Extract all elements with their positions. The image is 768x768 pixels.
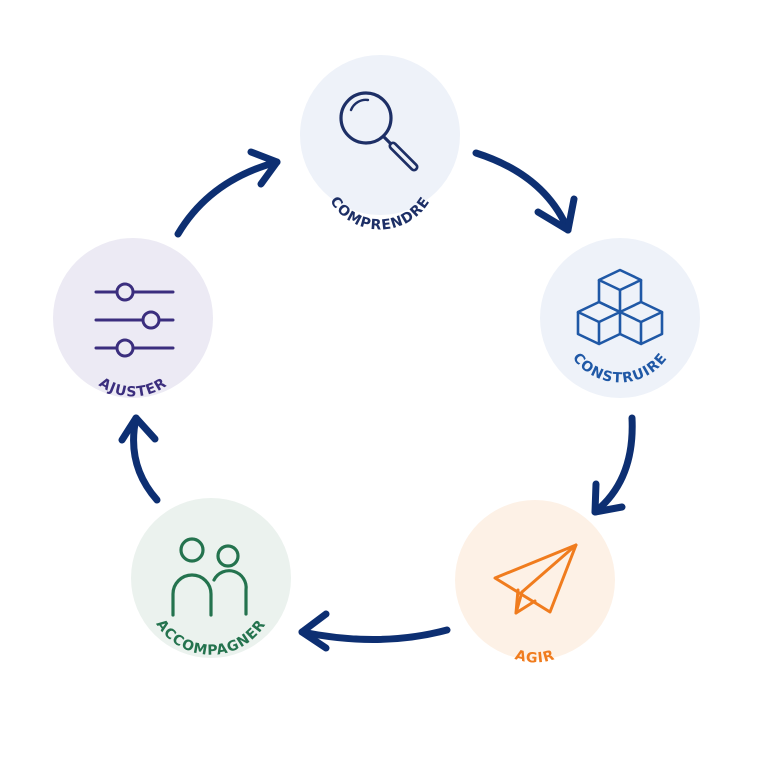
sliders-icon xyxy=(94,282,175,358)
node-construire: CONSTRUIRE xyxy=(540,238,700,398)
arrow-comprendre-to-construire xyxy=(472,149,578,234)
cycle-arrows xyxy=(118,148,636,652)
node-comprendre-circle xyxy=(300,55,460,215)
paper-plane-icon xyxy=(493,543,578,615)
arrow-ajuster-to-comprendre xyxy=(174,148,281,238)
node-accompagner: ACCOMPAGNER xyxy=(131,498,291,659)
node-comprendre: COMPRENDRE xyxy=(300,55,460,234)
node-agir-label: AGIR xyxy=(513,647,557,666)
arrow-accompagner-to-ajuster xyxy=(118,414,161,504)
arrow-construire-to-agir xyxy=(591,414,636,516)
magnifier-icon xyxy=(339,91,419,172)
node-accompagner-circle xyxy=(131,498,291,658)
node-ajuster: AJUSTER xyxy=(53,238,213,401)
node-agir: AGIR xyxy=(455,500,615,667)
cubes-icon xyxy=(576,268,664,346)
people-icon xyxy=(171,537,248,617)
node-ajuster-circle xyxy=(53,238,213,398)
arrow-agir-to-accompagner xyxy=(298,610,451,652)
